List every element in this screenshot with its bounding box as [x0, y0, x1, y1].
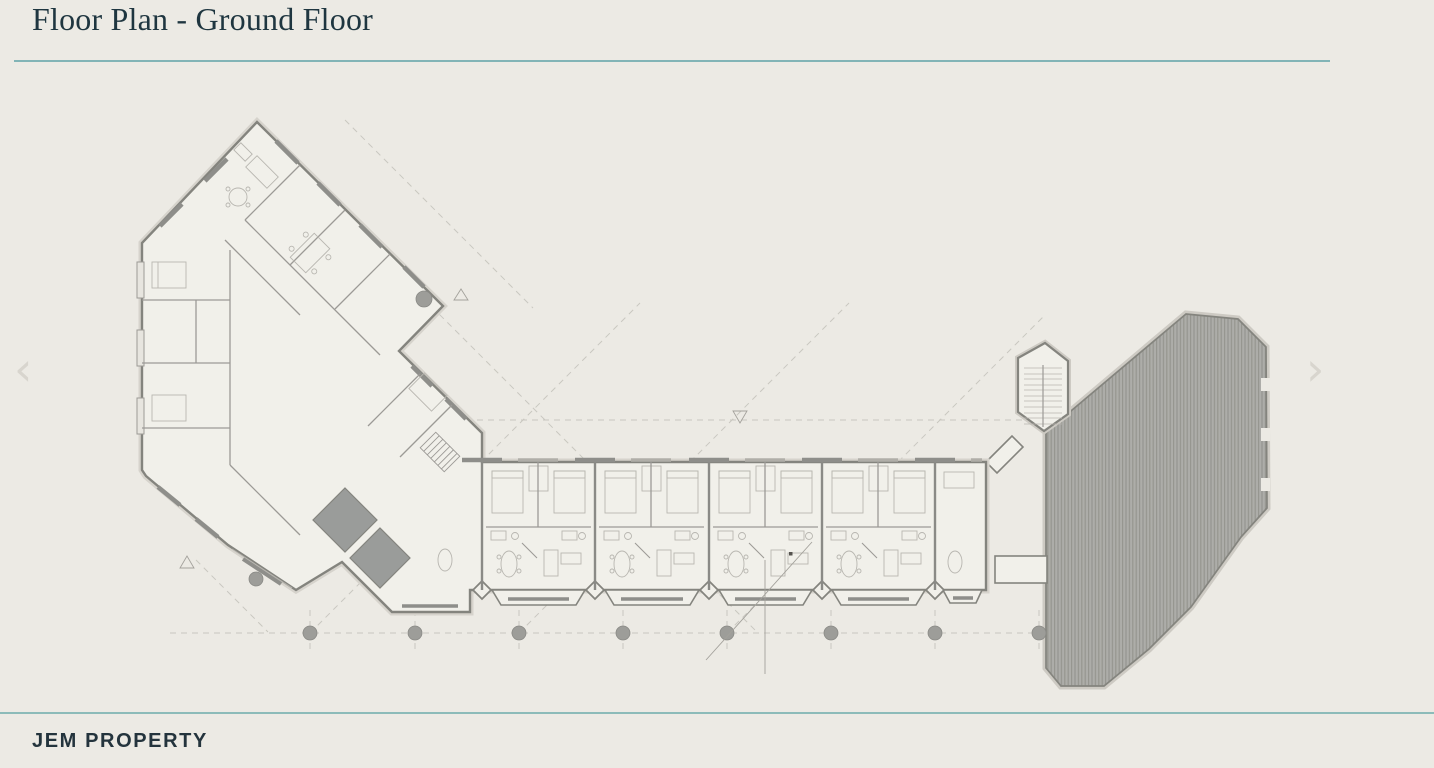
brand-logo: JEM PROPERTY [32, 730, 208, 752]
bay-windows [231, 548, 984, 608]
apartment-units [480, 461, 975, 590]
service-cores [312, 487, 411, 589]
stair-flight [419, 431, 461, 473]
grid-columns [248, 290, 1047, 641]
window-bands [136, 139, 982, 539]
footer-divider [0, 712, 1434, 714]
page-title: Floor Plan - Ground Floor [32, 1, 373, 37]
chevron-right-icon: › [1306, 342, 1325, 396]
title-divider [14, 60, 1330, 62]
diagonal-wing-interior [142, 142, 461, 589]
adjacent-roof-hatch [1042, 310, 1271, 690]
carousel-next-button[interactable]: › [1306, 346, 1324, 392]
chevron-left-icon: ‹ [14, 342, 33, 396]
annotation-marks [179, 288, 813, 674]
stair-tower [984, 339, 1071, 584]
carousel-prev-button[interactable]: ‹ [14, 346, 32, 392]
